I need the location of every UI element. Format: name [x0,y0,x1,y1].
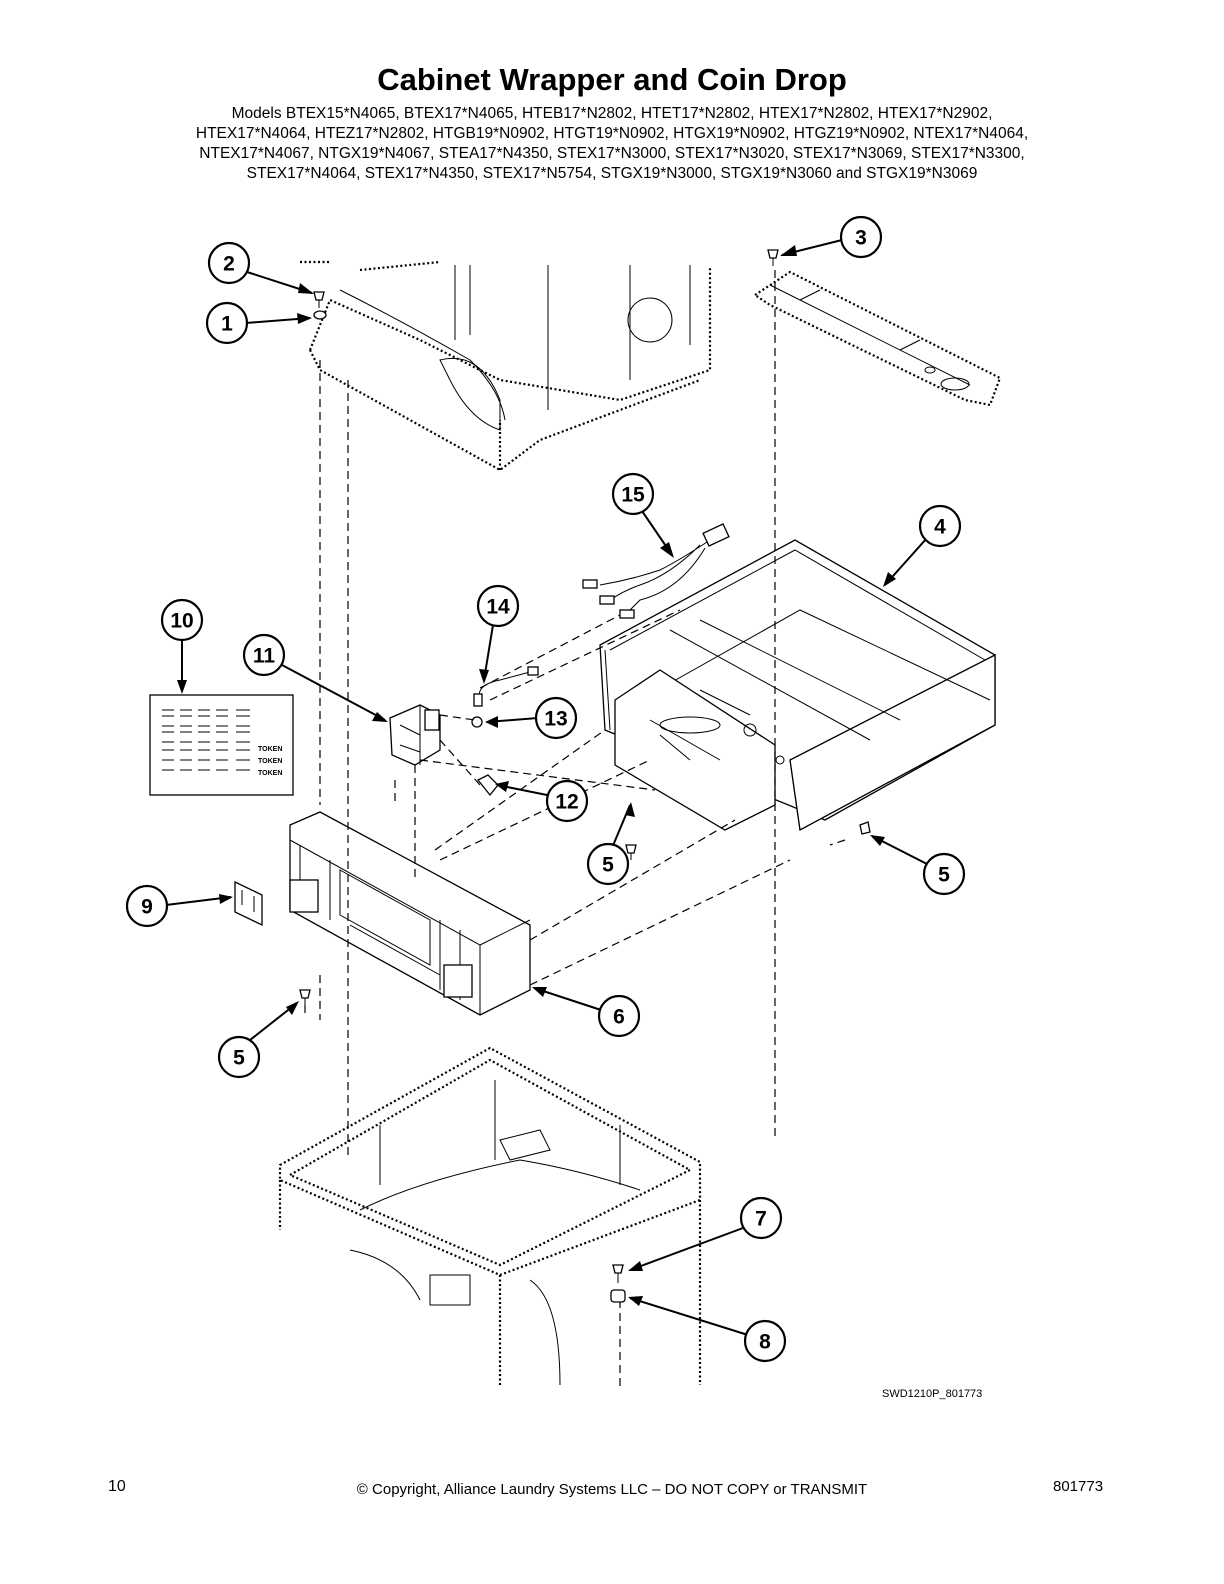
svg-text:5: 5 [233,1047,245,1070]
svg-text:3: 3 [855,227,867,250]
callout-2: 2 [207,241,251,285]
svg-text:9: 9 [141,896,153,919]
callout-1: 1 [205,301,249,345]
decal-token-text: TOKEN [258,746,282,753]
callout-5: 5 [922,852,966,896]
front-coin-panel [289,811,531,1016]
page-number: 10 [108,1478,126,1495]
callout-5: 5 [586,842,630,886]
cabinet-top-panel [300,260,712,472]
callout-13: 13 [534,696,578,740]
svg-text:2: 2 [223,253,235,276]
callout-8: 8 [743,1319,787,1363]
svg-text:6: 6 [613,1006,625,1029]
screw-icon [313,291,325,308]
model-line: Models BTEX15*N4065, BTEX17*N4065, HTEB1… [231,105,993,122]
model-line: HTEX17*N4064, HTEZ17*N2802, HTGB19*N0902… [195,125,1029,142]
washer-icon [313,310,327,320]
coin-slot-plate [234,880,263,927]
callout-9: 9 [125,884,169,928]
screw-icon [767,249,779,266]
cabinet-lower-base [278,1046,702,1386]
svg-text:13: 13 [544,708,567,731]
copyright-notice: © Copyright, Alliance Laundry Systems LL… [356,1481,868,1498]
wire-clip [476,774,499,797]
model-line: NTEX17*N4067, NTGX19*N4067, STEA17*N4350… [199,145,1025,162]
callout-10: 10 [160,598,204,642]
callout-11: 11 [242,633,286,677]
token-decal: TOKEN TOKEN TOKEN [149,694,294,796]
page-title: Cabinet Wrapper and Coin Drop [377,62,847,97]
screw-icon [612,1264,624,1283]
document-number: 801773 [1053,1478,1104,1495]
decal-token-text: TOKEN [258,758,282,765]
model-line: STEX17*N4064, STEX17*N4350, STEX17*N5754… [246,165,978,182]
coin-drop-switch-bracket [389,704,441,766]
callout-5: 5 [217,1035,261,1079]
svg-text:15: 15 [621,484,645,507]
callout-4: 4 [918,504,962,548]
svg-text:4: 4 [934,516,946,539]
hex-nut [471,716,483,728]
wire-harness [582,523,730,619]
callout-12: 12 [545,779,589,823]
svg-text:11: 11 [253,645,276,668]
svg-text:5: 5 [602,854,614,877]
drawing-id: SWD1210P_801773 [882,1388,983,1400]
arrowheads [177,245,896,1306]
svg-text:1: 1 [221,313,233,336]
svg-text:7: 7 [755,1208,767,1231]
screw-icon [859,821,871,835]
svg-text:8: 8 [759,1331,771,1354]
callout-6: 6 [597,994,641,1038]
screw-icon [625,844,637,860]
svg-text:14: 14 [486,596,510,619]
svg-text:12: 12 [555,791,578,814]
pedestal-base-box [599,539,996,832]
top-rail-bracket [753,270,1002,407]
svg-text:10: 10 [170,610,193,633]
bushing-icon [610,1289,626,1303]
decal-token-text: TOKEN [258,770,282,777]
callout-7: 7 [739,1196,783,1240]
model-list: Models BTEX15*N4065, BTEX17*N4065, HTEB1… [100,104,1124,184]
callout-15: 15 [611,472,655,516]
callout-3: 3 [839,215,883,259]
callout-14: 14 [476,584,520,628]
svg-text:5: 5 [938,864,950,887]
screw-icon [299,989,311,1006]
